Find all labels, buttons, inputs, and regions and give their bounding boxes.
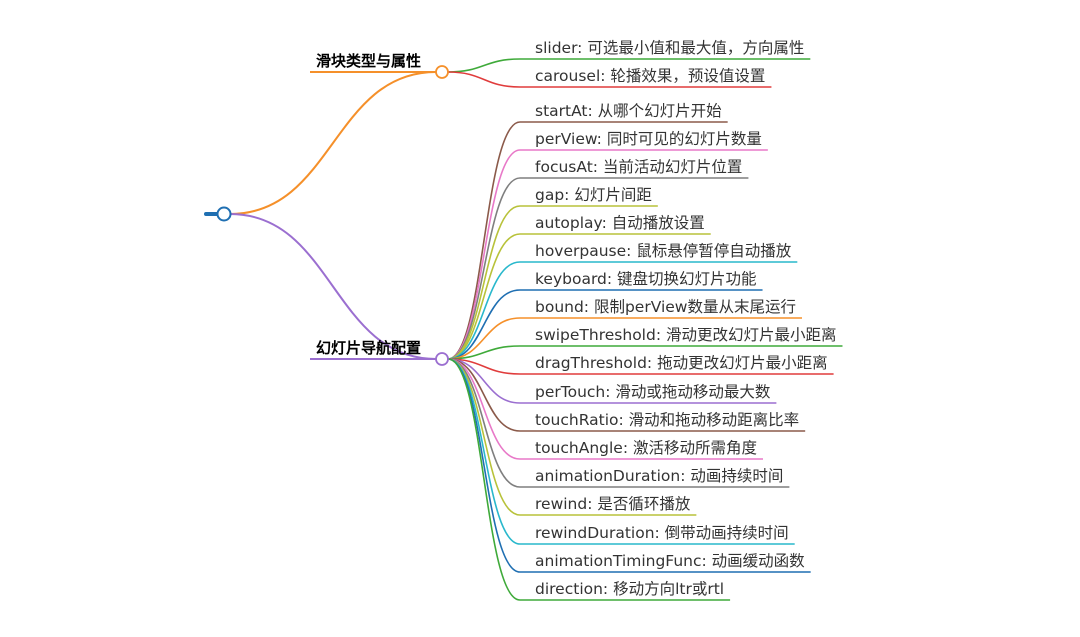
leaf-label: slider: 可选最小值和最大值，方向属性 [535, 39, 804, 57]
leaf-link [447, 358, 521, 573]
leaf-link [447, 205, 521, 360]
leaf-label: focusAt: 当前活动幻灯片位置 [535, 158, 742, 176]
leaf-label: perView: 同时可见的幻灯片数量 [535, 130, 762, 148]
leaf-link [447, 149, 521, 360]
leaf-label: dragThreshold: 拖动更改幻灯片最小距离 [535, 354, 828, 372]
leaf-label: touchAngle: 激活移动所需角度 [535, 439, 757, 457]
branch-label: 幻灯片导航配置 [316, 339, 421, 357]
root-node[interactable] [216, 206, 232, 222]
branch-label: 滑块类型与属性 [316, 52, 421, 70]
leaf-label: gap: 幻灯片间距 [535, 186, 652, 204]
leaf-link [447, 358, 521, 375]
branch-node[interactable] [435, 65, 449, 79]
leaf-link [447, 177, 521, 360]
leaf-link [447, 58, 521, 73]
leaf-link [447, 71, 521, 88]
branch-link [229, 71, 437, 215]
leaf-link [447, 317, 521, 360]
leaf-link [447, 261, 521, 360]
leaf-link [447, 233, 521, 360]
leaf-label: keyboard: 键盘切换幻灯片功能 [535, 269, 757, 288]
leaf-label: rewind: 是否循环播放 [535, 495, 691, 513]
leaf-label: swipeThreshold: 滑动更改幻灯片最小距离 [535, 326, 836, 344]
leaf-label: startAt: 从哪个幻灯片开始 [535, 102, 722, 120]
leaf-link [447, 358, 521, 545]
leaf-label: bound: 限制perView数量从末尾运行 [535, 298, 796, 316]
branch-link [229, 213, 437, 360]
branch-node[interactable] [435, 352, 449, 366]
leaf-label: rewindDuration: 倒带动画持续时间 [535, 524, 789, 542]
mindmap-nodes: 滑块类型与属性 slider: 可选最小值和最大值，方向属性 carousel: 轮… [216, 39, 836, 598]
leaf-label: perTouch: 滑动或拖动移动最大数 [535, 383, 771, 401]
leaf-link [447, 358, 521, 601]
leaf-label: hoverpause: 鼠标悬停暂停自动播放 [535, 242, 792, 260]
leaf-label: animationDuration: 动画持续时间 [535, 467, 783, 485]
leaf-label: touchRatio: 滑动和拖动移动距离比率 [535, 411, 799, 429]
leaf-link [447, 358, 521, 516]
leaf-link [447, 289, 521, 360]
leaf-label: autoplay: 自动播放设置 [535, 214, 705, 232]
leaf-label: direction: 移动方向ltr或rtl [535, 580, 724, 598]
leaf-label: carousel: 轮播效果，预设值设置 [535, 67, 765, 85]
leaf-link [447, 121, 521, 360]
mindmap-links [204, 58, 843, 601]
leaf-label: animationTimingFunc: 动画缓动函数 [535, 552, 805, 570]
